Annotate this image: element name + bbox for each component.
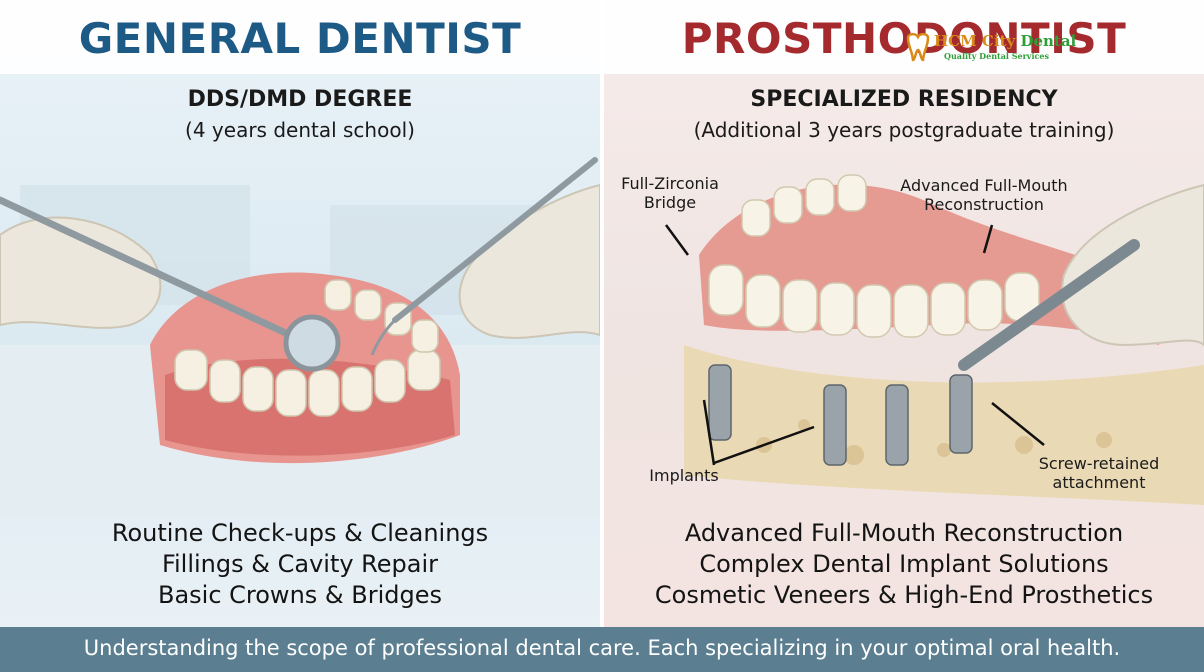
label-line: attachment: [1052, 473, 1146, 492]
service-item: Cosmetic Veneers & High-End Prosthetics: [654, 581, 1154, 609]
footer-banner: Understanding the scope of professional …: [0, 627, 1204, 672]
panel-divider: [600, 0, 604, 627]
general-services-list: Routine Check-ups & Cleanings Fillings &…: [0, 518, 600, 611]
service-item: Advanced Full-Mouth Reconstruction: [684, 519, 1124, 547]
service-item: Complex Dental Implant Solutions: [699, 550, 1109, 578]
service-item: Routine Check-ups & Cleanings: [111, 519, 489, 547]
title-bar: [0, 0, 600, 74]
general-dentist-panel: GENERAL DENTIST DDS/DMD DEGREE (4 years …: [0, 0, 600, 627]
logo-name-part2: Dental: [1020, 32, 1077, 50]
residency-heading: SPECIALIZED RESIDENCY: [750, 87, 1058, 112]
label-line: Advanced Full-Mouth: [900, 176, 1068, 195]
degree-heading: DDS/DMD DEGREE: [187, 87, 413, 112]
prosthodontist-services-list: Advanced Full-Mouth Reconstruction Compl…: [604, 518, 1204, 611]
label-screw-retained-attachment: Screw-retained attachment: [1024, 454, 1174, 492]
label-implants: Implants: [649, 466, 719, 485]
residency-note: (Additional 3 years postgraduate trainin…: [693, 118, 1115, 142]
label-full-zirconia-bridge: Full-Zirconia Bridge: [610, 174, 730, 212]
degree-note: (4 years dental school): [185, 118, 415, 142]
dental-checkup-illustration: [0, 157, 600, 515]
clinic-logo: HCM City Dental Quality Dental Services: [904, 32, 1076, 68]
service-item: Basic Crowns & Bridges: [157, 581, 442, 609]
label-line: Full-Zirconia: [621, 174, 719, 193]
tooth-logo-icon: [906, 32, 930, 62]
implant-reconstruction-illustration: [664, 174, 1204, 505]
prosthodontist-title: PROSTHODONTIST: [681, 14, 1127, 63]
label-line: Bridge: [643, 193, 697, 212]
label-full-mouth-reconstruction: Advanced Full-Mouth Reconstruction: [884, 176, 1084, 214]
logo-tagline: Quality Dental Services: [944, 51, 1049, 61]
service-item: Fillings & Cavity Repair: [161, 550, 439, 578]
prosthodontist-panel: PROSTHODONTIST HCM City Dental Quality D…: [604, 0, 1204, 627]
label-line: Screw-retained: [1038, 454, 1160, 473]
footer-text: Understanding the scope of professional …: [83, 636, 1121, 660]
general-dentist-title: GENERAL DENTIST: [78, 14, 522, 63]
logo-name: HCM City Dental: [934, 32, 1076, 50]
logo-name-part1: HCM City: [934, 32, 1016, 50]
label-line: Reconstruction: [924, 195, 1044, 214]
title-bar: [604, 0, 1204, 74]
